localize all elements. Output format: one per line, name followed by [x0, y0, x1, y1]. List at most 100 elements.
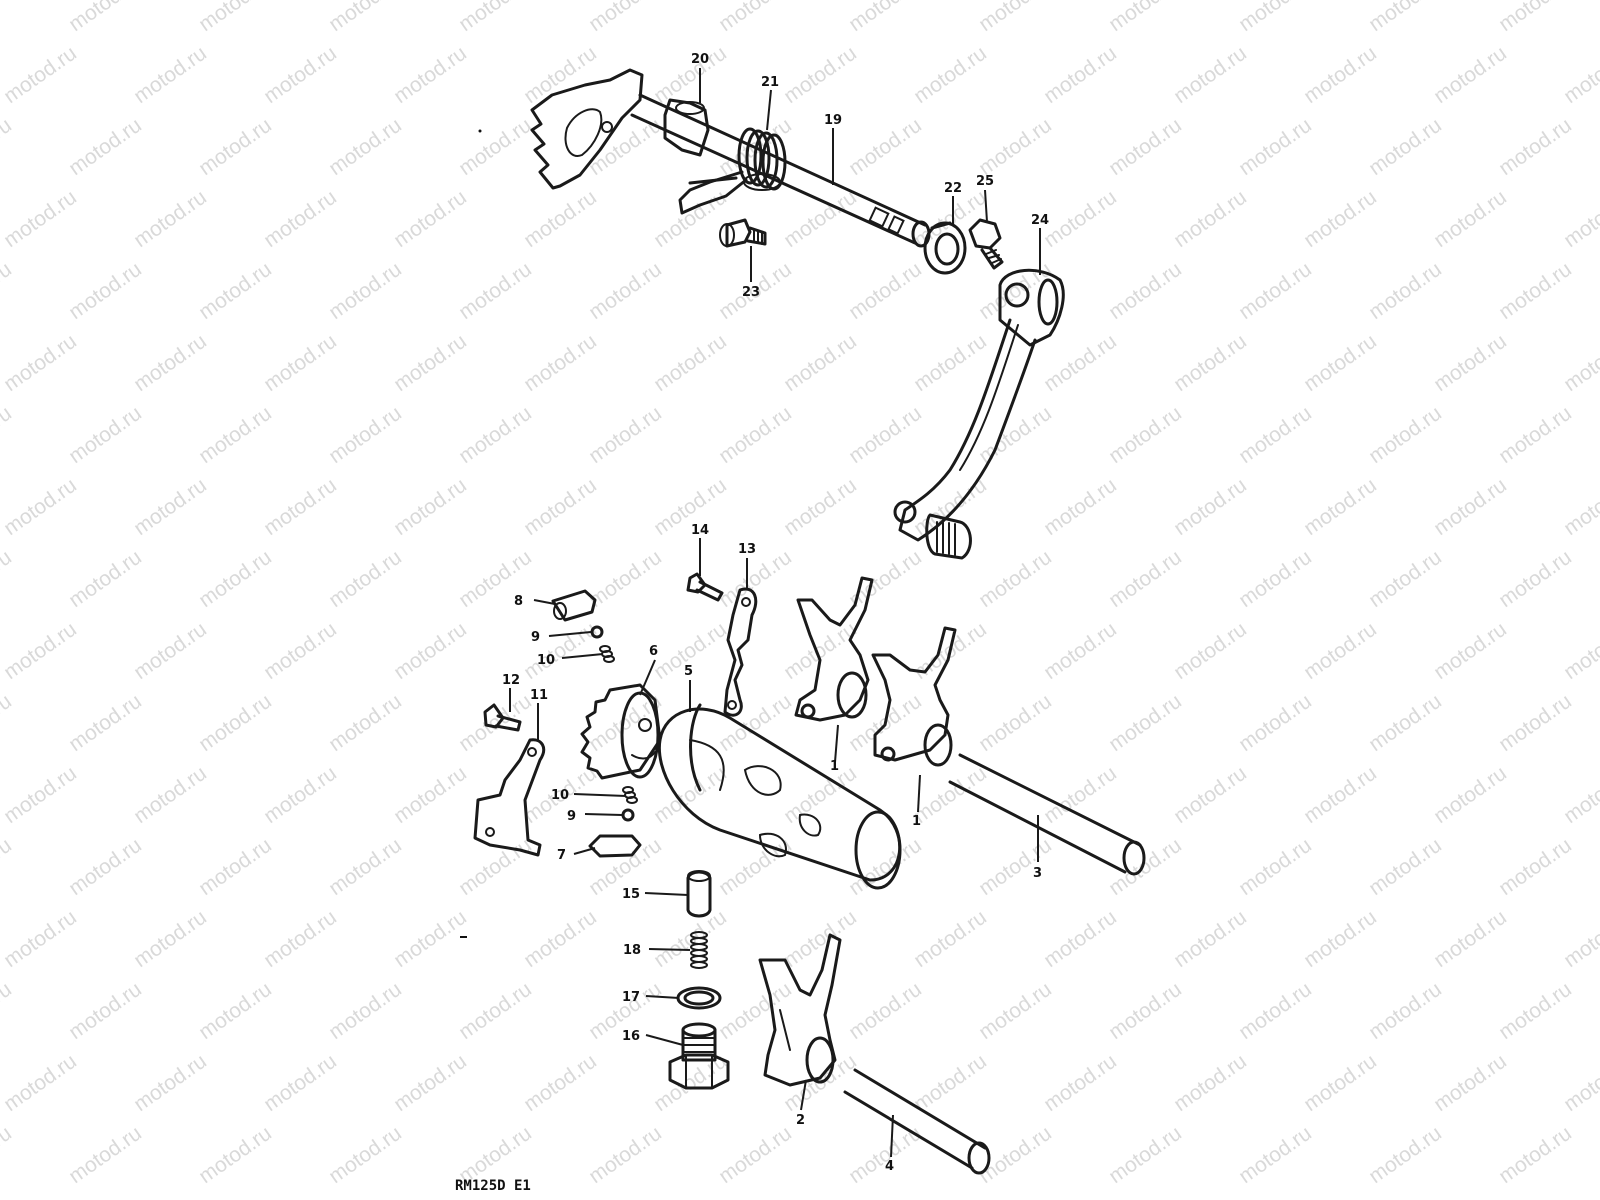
- plunger-spring: [690, 931, 708, 969]
- watermark-text: motod.ru: [1170, 906, 1251, 972]
- watermark-text: motod.ru: [260, 618, 341, 684]
- watermark-text: motod.ru: [910, 42, 991, 108]
- watermark-text: motod.ru: [195, 690, 276, 756]
- watermark-text: motod.ru: [1170, 330, 1251, 396]
- watermark-text: motod.ru: [910, 906, 991, 972]
- watermark-text: motod.ru: [1040, 618, 1121, 684]
- callout-15: 15: [622, 887, 640, 902]
- watermark-text: motod.ru: [1430, 618, 1511, 684]
- watermark-text: motod.ru: [1365, 690, 1446, 756]
- callout-13: 13: [738, 542, 756, 557]
- watermark-text: motod.ru: [1495, 834, 1576, 900]
- watermark-text: motod.ru: [1430, 330, 1511, 396]
- watermark-text: motod.ru: [130, 1194, 211, 1200]
- watermark-text: motod.ru: [0, 618, 81, 684]
- watermark-text: motod.ru: [0, 402, 16, 468]
- watermark-text: motod.ru: [455, 258, 536, 324]
- watermark-text: motod.ru: [1300, 618, 1381, 684]
- watermark-text: motod.ru: [1105, 258, 1186, 324]
- watermark-text: motod.ru: [390, 618, 471, 684]
- watermark-text: motod.ru: [845, 402, 926, 468]
- callout-25: 25: [976, 174, 994, 189]
- watermark-text: motod.ru: [975, 1122, 1056, 1188]
- watermark-text: motod.ru: [1040, 42, 1121, 108]
- cam-stopper-plate: [723, 587, 758, 717]
- watermark-text: motod.ru: [975, 834, 1056, 900]
- watermark-text: motod.ru: [130, 330, 211, 396]
- watermark-text: motod.ru: [1495, 1122, 1576, 1188]
- callout-24: 24: [1031, 213, 1049, 228]
- callout-8: 8: [514, 594, 523, 609]
- watermark-text: motod.ru: [0, 330, 81, 396]
- watermark-text: motod.ru: [390, 762, 471, 828]
- callout-22: 22: [944, 181, 962, 196]
- watermark-text: motod.ru: [195, 402, 276, 468]
- watermark-text: motod.ru: [1235, 546, 1316, 612]
- watermark-text: motod.ru: [130, 42, 211, 108]
- spring-10-lower: [622, 786, 638, 804]
- watermark-text: motod.ru: [1040, 474, 1121, 540]
- watermark-text: motod.ru: [0, 546, 16, 612]
- watermark-text: motod.ru: [65, 978, 146, 1044]
- watermark-text: motod.ru: [260, 474, 341, 540]
- watermark-text: motod.ru: [65, 114, 146, 180]
- watermark-text: motod.ru: [0, 690, 16, 756]
- watermark-text: motod.ru: [1300, 1050, 1381, 1116]
- callout-1-upper: 1: [830, 759, 839, 774]
- watermark-text: motod.ru: [585, 402, 666, 468]
- watermark-text: motod.ru: [975, 402, 1056, 468]
- watermark-text: motod.ru: [0, 834, 16, 900]
- pin-9: [590, 625, 604, 639]
- callout-9-lower: 9: [567, 809, 576, 824]
- return-spring: [678, 127, 787, 215]
- watermark-text: motod.ru: [1560, 1050, 1600, 1116]
- watermark-text: motod.ru: [1430, 1194, 1511, 1200]
- watermark-text: motod.ru: [1495, 114, 1576, 180]
- watermark-text: motod.ru: [520, 330, 601, 396]
- callout-14: 14: [691, 523, 709, 538]
- watermark-text: motod.ru: [780, 330, 861, 396]
- watermark-text: motod.ru: [1300, 42, 1381, 108]
- watermark-text: motod.ru: [325, 546, 406, 612]
- watermark-text: motod.ru: [0, 186, 81, 252]
- watermark-text: motod.ru: [1170, 42, 1251, 108]
- bolt-23: [719, 218, 767, 248]
- shift-fork-2: [758, 933, 842, 1087]
- watermark-text: motod.ru: [260, 762, 341, 828]
- watermark-text: motod.ru: [130, 186, 211, 252]
- callout-19: 19: [824, 113, 842, 128]
- watermark-text: motod.ru: [455, 978, 536, 1044]
- watermark-text: motod.ru: [1235, 402, 1316, 468]
- callout-20: 20: [691, 52, 709, 67]
- watermark-text: motod.ru: [975, 258, 1056, 324]
- watermark-text: motod.ru: [260, 1194, 341, 1200]
- watermark-text: motod.ru: [1430, 1050, 1511, 1116]
- shift-fork-1b: [871, 626, 957, 767]
- watermark-text: motod.ru: [1430, 42, 1511, 108]
- watermark-text: motod.ru: [0, 258, 16, 324]
- oil-seal: [923, 221, 967, 275]
- callout-16: 16: [622, 1029, 640, 1044]
- watermark-text: motod.ru: [585, 0, 666, 36]
- shift-sector-plate: [530, 68, 644, 190]
- watermark-text: motod.ru: [325, 402, 406, 468]
- watermark-text: motod.ru: [1430, 474, 1511, 540]
- callout-6: 6: [649, 644, 658, 659]
- watermark-text: motod.ru: [455, 114, 536, 180]
- watermark-text: motod.ru: [260, 42, 341, 108]
- watermark-text: motod.ru: [1365, 1122, 1446, 1188]
- watermark-text: motod.ru: [195, 546, 276, 612]
- callout-9-upper: 9: [531, 630, 540, 645]
- watermark-text: motod.ru: [1365, 258, 1446, 324]
- watermark-text: motod.ru: [1235, 1122, 1316, 1188]
- watermark-text: motod.ru: [390, 42, 471, 108]
- watermark-text: motod.ru: [0, 1050, 81, 1116]
- watermark-text: motod.ru: [65, 0, 146, 36]
- watermark-text: motod.ru: [715, 0, 796, 36]
- watermark-text: motod.ru: [65, 258, 146, 324]
- watermark-text: motod.ru: [260, 330, 341, 396]
- watermark-text: motod.ru: [325, 978, 406, 1044]
- watermark-text: motod.ru: [1105, 978, 1186, 1044]
- watermark-text: motod.ru: [1105, 402, 1186, 468]
